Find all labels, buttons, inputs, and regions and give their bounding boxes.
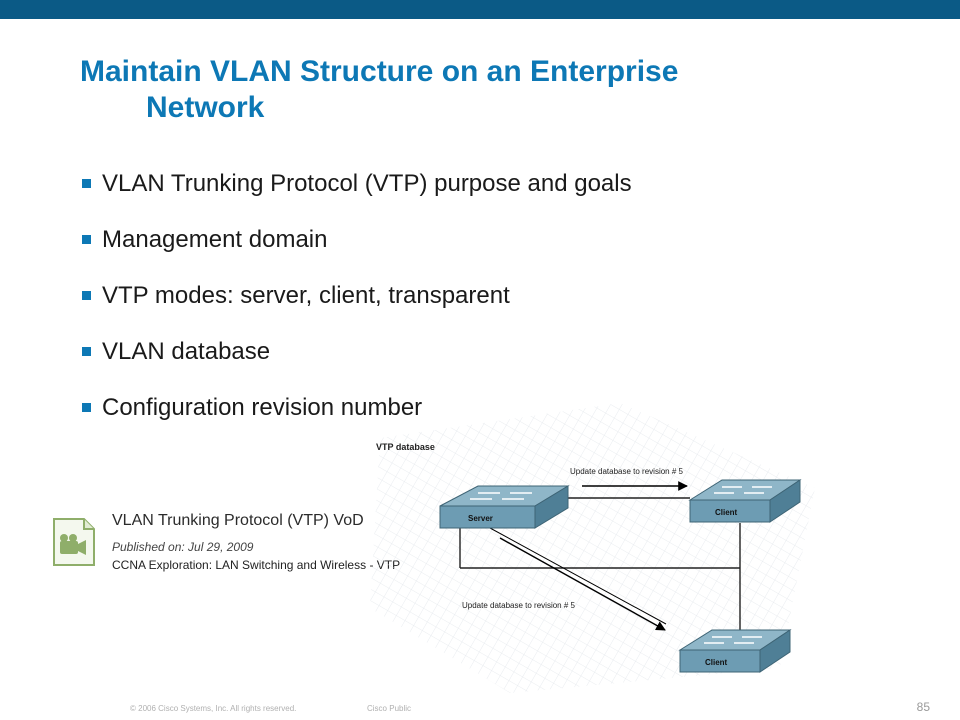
bullet-square-icon — [82, 347, 91, 356]
bullet-item: VLAN database — [80, 332, 632, 388]
update-arrow-bottom — [499, 537, 666, 631]
bullet-square-icon — [82, 403, 91, 412]
bullet-square-icon — [82, 179, 91, 188]
client-switch-bottom-icon: Client — [678, 629, 792, 673]
server-label: Server — [468, 514, 493, 523]
classification-text: Cisco Public — [367, 704, 412, 713]
slide-title-line2: Network — [146, 91, 265, 124]
copyright-text: © 2006 Cisco Systems, Inc. All rights re… — [130, 704, 297, 713]
bullet-item: VTP modes: server, client, transparent — [80, 276, 632, 332]
bullet-item: Management domain — [80, 220, 632, 276]
client-top-label: Client — [715, 508, 738, 517]
slide-title: Maintain VLAN Structure on an Enterprise… — [80, 54, 880, 126]
video-description: CCNA Exploration: LAN Switching and Wire… — [112, 558, 401, 572]
bullet-square-icon — [82, 291, 91, 300]
video-published-date: Published on: Jul 29, 2009 — [112, 540, 254, 554]
top-banner — [0, 0, 960, 19]
video-title-link[interactable]: VLAN Trunking Protocol (VTP) VoD — [112, 512, 364, 529]
update-label-top: Update database to revision # 5 — [570, 467, 684, 476]
client-bottom-label: Client — [705, 658, 728, 667]
page-number: 85 — [916, 700, 930, 714]
bullet-square-icon — [82, 235, 91, 244]
vtp-diagram: VTP database Update database to revision… — [370, 403, 815, 693]
server-switch-icon: Server — [439, 485, 570, 529]
update-arrow-line — [489, 527, 667, 625]
video-camera-icon[interactable] — [52, 517, 96, 567]
update-label-bottom: Update database to revision # 5 — [462, 601, 576, 610]
grid-background — [370, 403, 815, 693]
bullet-item: VLAN Trunking Protocol (VTP) purpose and… — [80, 164, 632, 220]
slide-title-line1: Maintain VLAN Structure on an Enterprise — [80, 55, 679, 88]
client-switch-top-icon: Client — [688, 479, 802, 523]
diagram-label: VTP database — [376, 442, 435, 452]
bullet-list: VLAN Trunking Protocol (VTP) purpose and… — [80, 164, 632, 444]
bullet-item: Configuration revision number — [80, 388, 632, 444]
